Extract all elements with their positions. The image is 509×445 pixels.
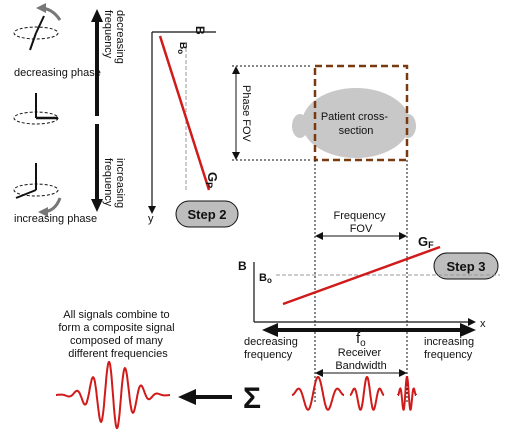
patient-cross-section: [302, 88, 410, 158]
sum-symbol: Σ: [243, 382, 261, 415]
low-frequency-component-wave: [291, 376, 345, 411]
imaging-fov-box: [313, 64, 409, 162]
spin-phase-middle: [13, 93, 59, 125]
phase-b-label: B: [193, 26, 207, 35]
mid-frequency-component-wave: [349, 376, 385, 411]
frequency-b0-label: Bo: [259, 272, 272, 285]
composite-signal-wave: [56, 360, 170, 430]
phase-b0-label: Bo: [176, 42, 188, 54]
step-3-badge: [433, 252, 499, 280]
receiver-bandwidth-right-arrowhead: [399, 369, 407, 377]
frequency-gradient-label: GF: [418, 234, 434, 250]
patient-label: Patient cross- section: [321, 111, 391, 137]
spin-phase-bottom: [13, 163, 62, 217]
frequency-fov-right-arrowhead: [399, 232, 407, 240]
step-2-badge: [175, 200, 239, 228]
phase-gradient-line: [158, 35, 211, 191]
phase-fov-top-arrowhead: [232, 66, 240, 74]
spin-phase-top: [13, 3, 62, 51]
decreasing-frequency-arrowhead: [91, 9, 103, 22]
step-3-label: Step 3: [446, 259, 485, 274]
high-frequency-component-wave: [397, 376, 417, 411]
increasing-frequency-vertical-label: increasing frequency: [102, 158, 126, 211]
frequency-x-axis-label: x: [480, 318, 486, 330]
frequency-fov-label: Frequency FOV: [333, 210, 388, 235]
sum-arrow-head: [178, 389, 196, 405]
f0-label: fo: [356, 330, 366, 349]
frequency-b-label: B: [238, 259, 247, 273]
decreasing-phase-label: decreasing phase: [14, 67, 101, 79]
decreasing-frequency-vertical-label: decreasing frequency: [102, 10, 126, 67]
phase-y-axis-label: y: [148, 213, 154, 225]
step-2-label: Step 2: [187, 207, 226, 222]
receiver-bandwidth-left-arrowhead: [315, 369, 323, 377]
composite-signal-description: All signals combine to form a composite …: [58, 309, 177, 360]
increasing-phase-label: increasing phase: [14, 213, 97, 225]
increasing-frequency-arrowhead: [91, 199, 103, 212]
increasing-frequency-horizontal-label: increasing frequency: [424, 336, 477, 361]
frequency-range-left-arrowhead: [262, 323, 278, 337]
receiver-bandwidth-label: Receiver Bandwidth: [335, 347, 386, 372]
phase-fov-bottom-arrowhead: [232, 152, 240, 160]
phase-gradient-label: GP: [204, 172, 220, 188]
phase-fov-label: Phase FOV: [240, 85, 252, 143]
frequency-gradient-line: [282, 245, 441, 306]
decreasing-frequency-horizontal-label: decreasing frequency: [244, 336, 301, 361]
frequency-range-right-arrowhead: [460, 323, 476, 337]
frequency-fov-left-arrowhead: [315, 232, 323, 240]
